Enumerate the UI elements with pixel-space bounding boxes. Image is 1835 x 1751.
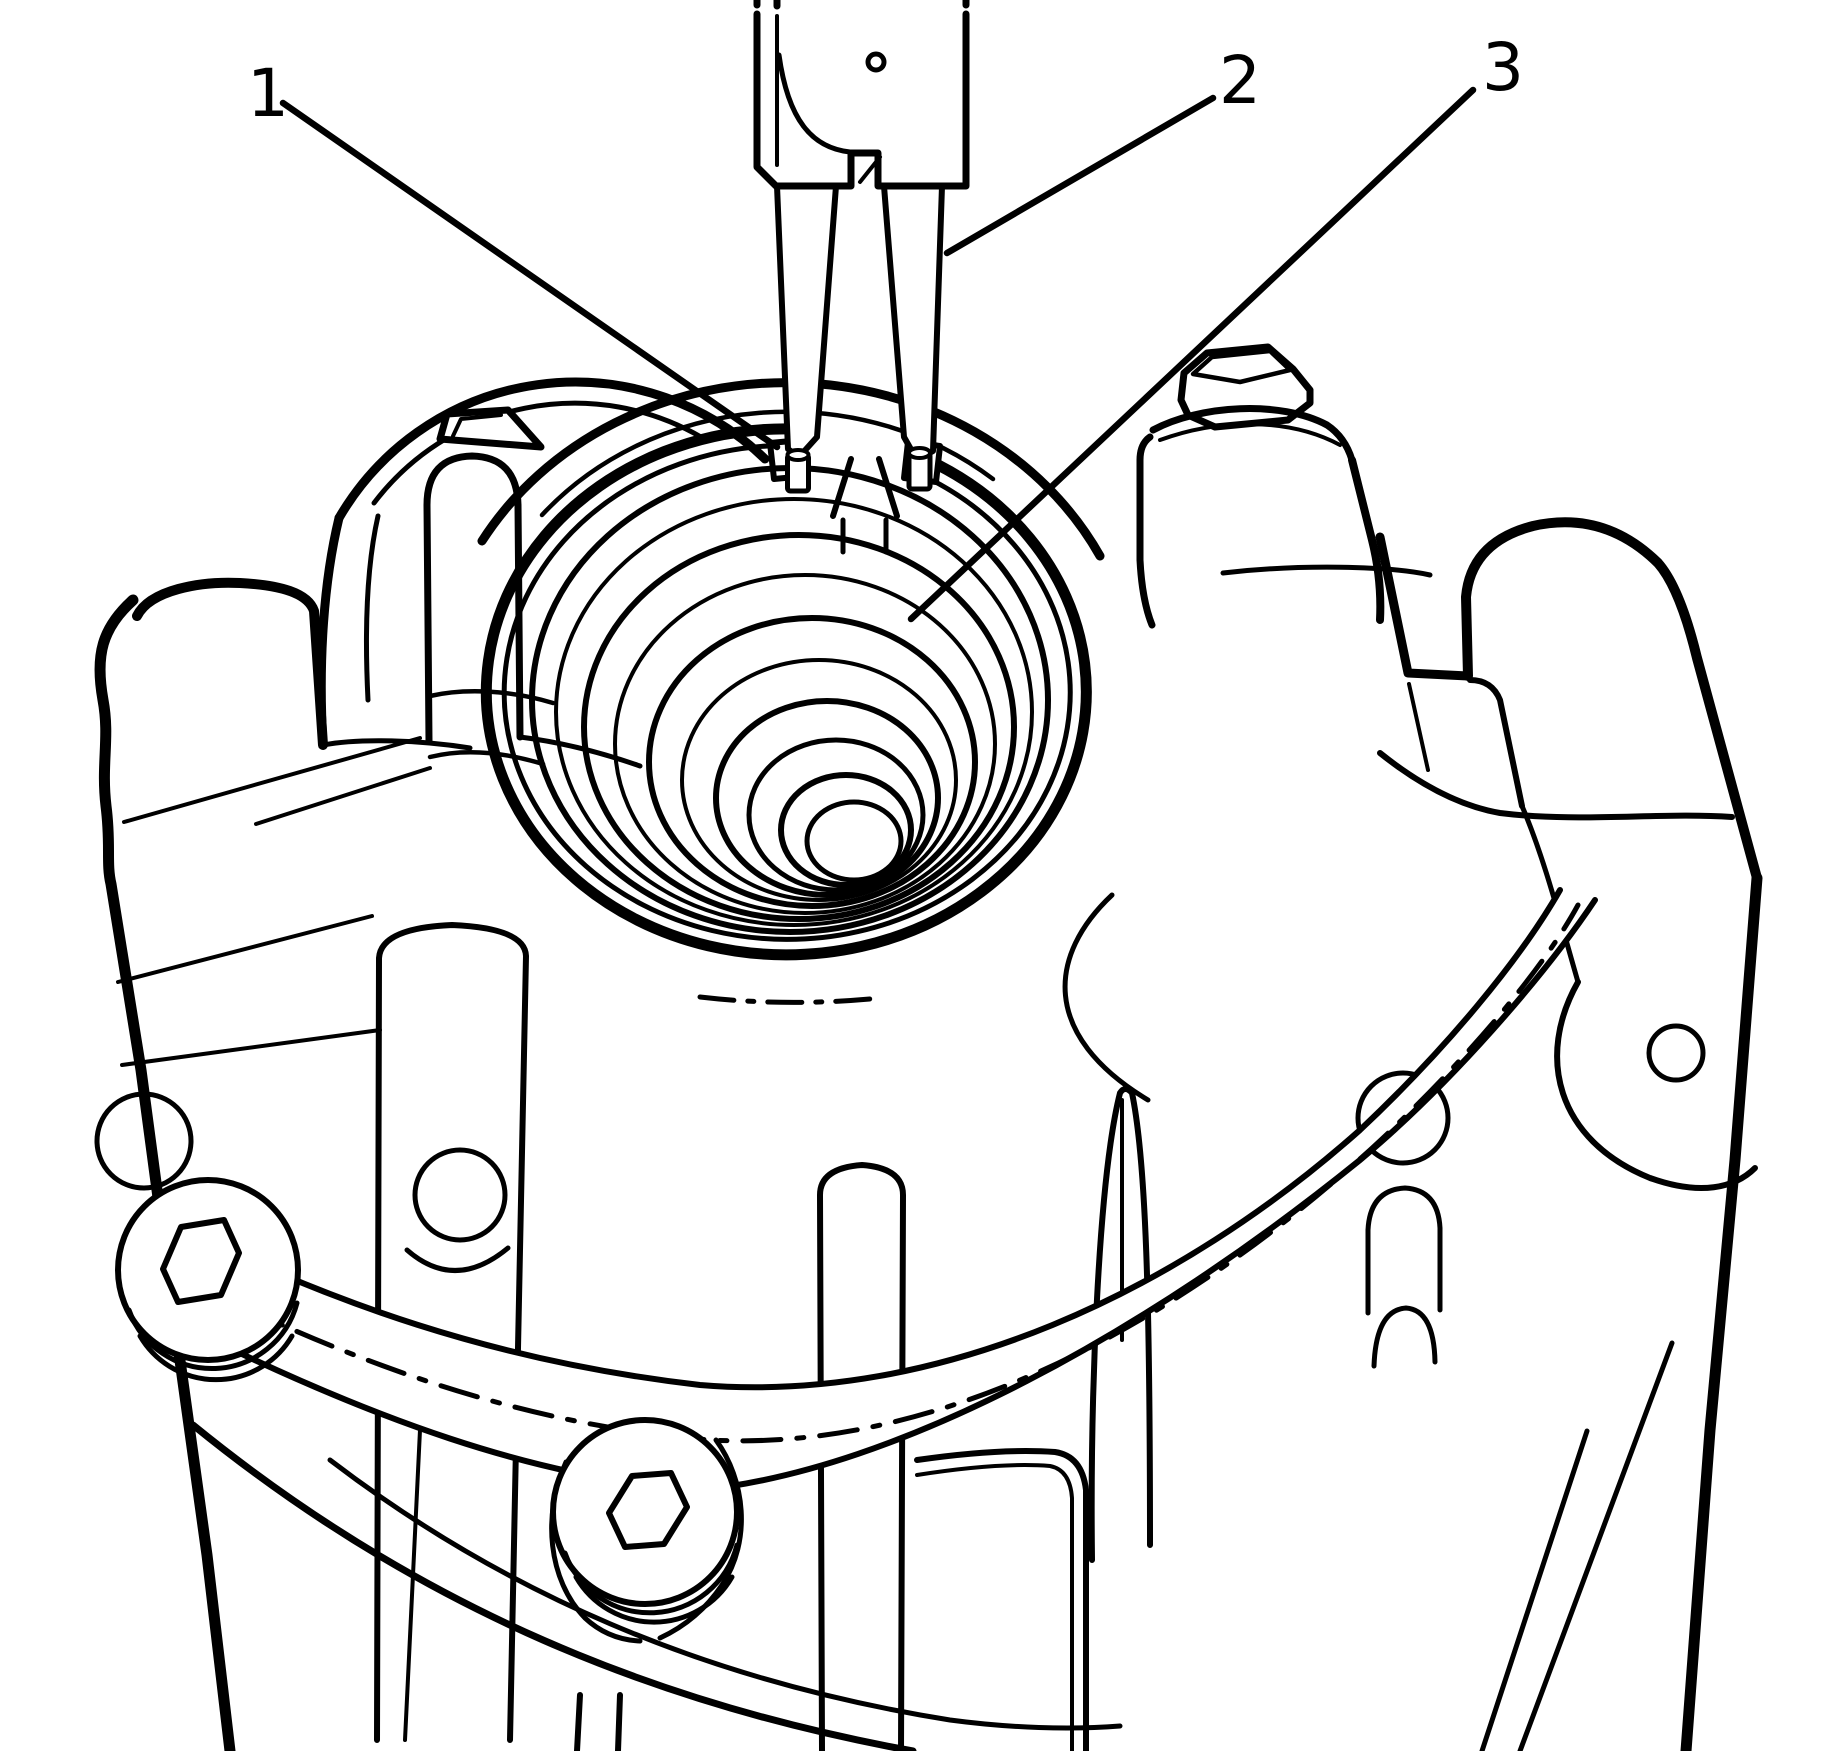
u-slot-lug (423, 452, 524, 745)
plug-bottom-hex-socket-icon (606, 1470, 690, 1550)
hex-bolt-top-face (1190, 348, 1293, 385)
bore-step-7 (713, 698, 941, 898)
bore-step-9 (778, 772, 914, 888)
ring-outer-edge (480, 423, 1092, 961)
bottom-right-slant-2 (1517, 1340, 1675, 1751)
boss-left-side (1136, 433, 1156, 629)
callout-3-leader (907, 86, 1477, 623)
case-left-edge (94, 594, 236, 1751)
snap-ring-pliers (752, 0, 972, 494)
web-line-1 (116, 914, 374, 984)
pad-edge-line-1 (122, 736, 422, 824)
tool-pin-left-top (785, 448, 811, 462)
bore-step-10 (804, 799, 904, 883)
tool-pivot-hole (865, 51, 887, 73)
bore-step-2 (554, 497, 1034, 927)
tool-pin-left (785, 448, 811, 494)
plug-bottom-rim-2 (573, 1574, 735, 1625)
bolt-hole-center (412, 1147, 508, 1243)
right-lug-inner (1467, 677, 1525, 809)
case-right-edge (1680, 872, 1763, 1751)
band-fill (148, 890, 1595, 1490)
case-bore (529, 465, 1051, 935)
bolt-boss (1136, 343, 1433, 629)
bore-step-8 (746, 737, 926, 893)
pad-edge-line-2 (254, 766, 432, 826)
plug-left-hex-socket-icon (160, 1217, 242, 1305)
bolt-hole-center-cup-arc (404, 1245, 511, 1273)
case-outline (94, 377, 1763, 1751)
groove-tab-inner (451, 413, 503, 438)
right-ear-top-edge (1519, 803, 1581, 985)
left-pad-rim-inner-arc (371, 400, 704, 506)
hex-plug-bottom (549, 1417, 744, 1644)
ring-gap-web-left (830, 456, 854, 519)
callout-1-label: 1 (247, 55, 289, 132)
boss-to-lug-edge (1375, 532, 1473, 681)
right-lug-thin-line (1407, 682, 1430, 772)
rib-a-inner (403, 1428, 422, 1742)
plug-left-rim-2 (137, 1333, 295, 1383)
left-lug (132, 577, 328, 750)
u-slot-shelf-2 (427, 750, 546, 767)
tool-body-fillet (776, 52, 853, 155)
left-boss-shoulder (316, 513, 344, 750)
plug-left-rim-1 (126, 1300, 300, 1372)
left-boss-inner-line (363, 513, 381, 703)
ring-bottom-dashdot (697, 994, 883, 1005)
plug-bottom-web-right (657, 1437, 744, 1641)
boss-collar-inner (1158, 422, 1342, 447)
shelf-line-left (320, 738, 473, 751)
right-ear-arc (1554, 979, 1758, 1191)
right-mid-hole (1355, 1070, 1451, 1166)
rib-b (817, 1162, 906, 1751)
bottom-flange (189, 1421, 1123, 1751)
callouts: 1 2 3 (247, 29, 1524, 623)
plug-bottom-outer (550, 1417, 740, 1607)
rib-under-plug (574, 1692, 623, 1751)
tool-pin-right (906, 446, 933, 492)
right-panel-left-curve (1062, 892, 1151, 1103)
band-centerline-dashdot (155, 902, 1581, 1444)
plug-left-outer (115, 1177, 301, 1363)
tool-body-break-dashes (753, 0, 970, 10)
hex-plug-left (115, 1177, 301, 1383)
boss-collar-upper (1149, 405, 1356, 464)
tool-leg-left (774, 183, 839, 460)
right-lug (1461, 517, 1762, 883)
boss-shelf (1220, 564, 1433, 578)
web-line-2 (120, 1028, 382, 1067)
right-ear-hole (1646, 1023, 1706, 1083)
rib-a (374, 922, 529, 1743)
bolt-circle-band (145, 887, 1598, 1493)
band-upper-edge (145, 887, 1563, 1391)
right-shelf-line (1377, 750, 1735, 821)
right-boss-details-upper (1365, 1185, 1443, 1316)
right-boss-details-lower (1371, 1305, 1438, 1369)
bottom-right-panel-inner (915, 1463, 1074, 1751)
callout-1-leader (279, 99, 781, 451)
callout-2-leader (943, 94, 1217, 257)
tool-pin-right-top (907, 446, 932, 460)
ring-inner-edge (501, 442, 1073, 942)
tool-leg-right (881, 183, 945, 463)
bottom-right-slant-1 (1479, 1428, 1590, 1751)
flange-arc-2 (327, 1457, 1123, 1731)
callout-3-label: 3 (1482, 29, 1524, 106)
boss-right-side (1348, 456, 1385, 624)
bore-step-4 (613, 573, 997, 915)
band-lower-edge (165, 897, 1598, 1493)
tool-body-mask (752, 8, 972, 186)
left-pad-rim-arc (334, 377, 770, 523)
bolt-hole-left (94, 1091, 194, 1191)
bore-step-6 (680, 658, 958, 902)
callout-2-label: 2 (1219, 42, 1261, 119)
bore-step-5 (646, 615, 978, 909)
bottom-right-panel-outer (914, 1448, 1089, 1751)
flange-arc-1 (189, 1421, 917, 1751)
bore-step-3 (581, 532, 1017, 922)
tool-spring-leaf (858, 155, 882, 184)
